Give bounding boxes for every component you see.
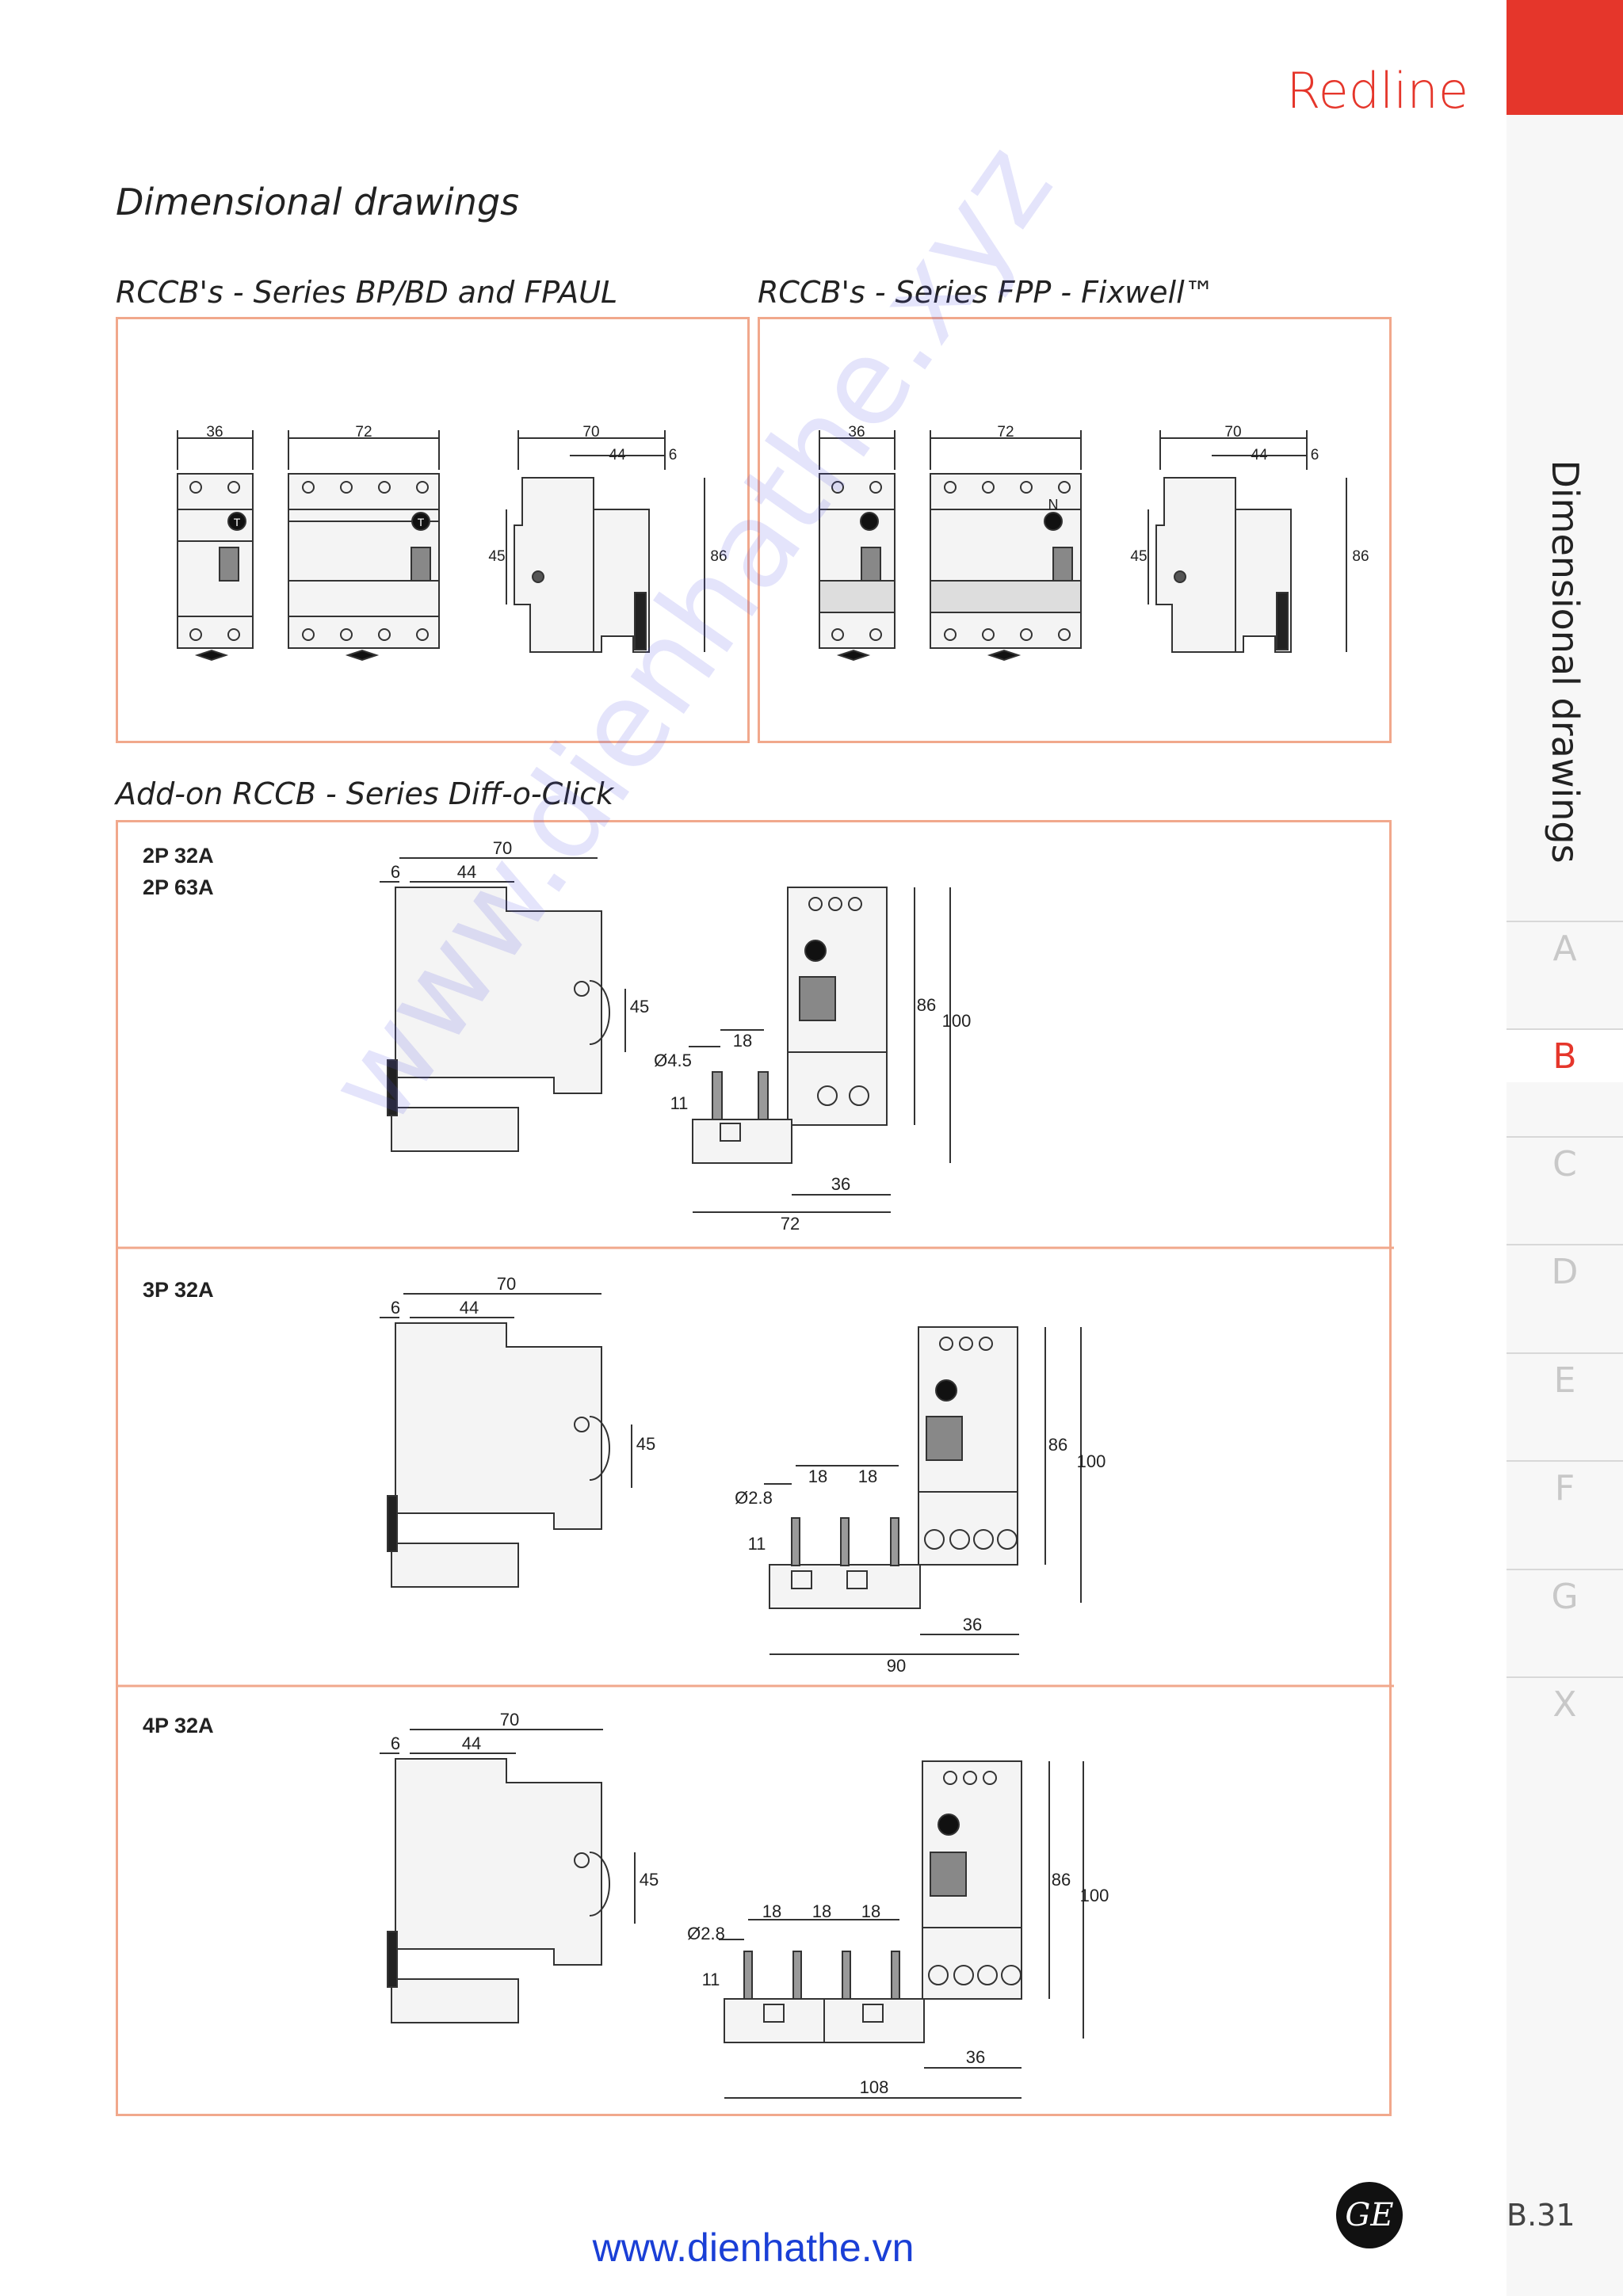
dim-45: 45 bbox=[636, 1434, 655, 1454]
dim-depth: 70 bbox=[1224, 424, 1241, 441]
dim-36: 36 bbox=[831, 1174, 850, 1194]
dim-depth-44: 44 bbox=[609, 447, 626, 463]
dim-45: 45 bbox=[630, 997, 649, 1016]
footer-url[interactable]: www.dienhathe.vn bbox=[592, 2225, 915, 2270]
section-title-bpbd: RCCB's - Series BP/BD and FPAUL bbox=[116, 275, 618, 310]
test-button-mark-4p: T bbox=[418, 516, 425, 528]
dim-height-86: 86 bbox=[710, 548, 727, 565]
sidebar-heading: Dimensional drawings bbox=[1543, 460, 1587, 864]
section-title-doc: Add-on RCCB - Series Diff-o-Click bbox=[116, 776, 614, 811]
dim-4p-width: 72 bbox=[355, 424, 372, 441]
dim-hole: Ø4.5 bbox=[654, 1051, 692, 1070]
tab-b[interactable]: B bbox=[1507, 1028, 1623, 1082]
dim-86: 86 bbox=[917, 995, 936, 1015]
drawing-panel-doc: 70 6 44 45 Ø4.5 18 11 86 100 36 72 bbox=[116, 820, 1394, 2116]
dim-hole: Ø2.8 bbox=[735, 1488, 773, 1508]
dim-hole: Ø2.8 bbox=[687, 1924, 725, 1943]
dim-total-width: 108 bbox=[860, 2077, 889, 2097]
dim-pitch-18-b: 18 bbox=[812, 1901, 831, 1921]
dim-86: 86 bbox=[1048, 1435, 1067, 1455]
drawing-panel-bpbd: 36 72 70 44 6 45 86 T T bbox=[116, 317, 750, 743]
dim-44: 44 bbox=[457, 862, 476, 882]
dim-height-86: 86 bbox=[1352, 548, 1369, 565]
dim-45: 45 bbox=[640, 1870, 659, 1890]
dim-11: 11 bbox=[748, 1534, 766, 1554]
dim-height-45: 45 bbox=[1130, 548, 1147, 565]
dim-depth-6: 6 bbox=[669, 447, 678, 463]
dim-4p-width: 72 bbox=[997, 424, 1014, 441]
dim-pitch-18: 18 bbox=[733, 1031, 752, 1051]
dim-depth-6: 6 bbox=[1311, 447, 1319, 463]
dim-depth-44: 44 bbox=[1251, 447, 1268, 463]
ge-logo: GE bbox=[1336, 2182, 1403, 2248]
dim-2p-width: 36 bbox=[848, 424, 865, 441]
tab-e[interactable]: E bbox=[1507, 1352, 1623, 1406]
drawing-panel-fpp: 36 72 70 44 6 45 86 N bbox=[758, 317, 1392, 743]
dim-6: 6 bbox=[391, 1298, 400, 1318]
dim-pitch-18-a: 18 bbox=[762, 1901, 781, 1921]
dim-depth-70: 70 bbox=[497, 1274, 516, 1294]
variant-label-2p: 2P 32A 2P 63A bbox=[143, 844, 214, 899]
dim-pitch-18-b: 18 bbox=[858, 1466, 877, 1486]
dim-44: 44 bbox=[460, 1298, 479, 1318]
tab-x[interactable]: X bbox=[1507, 1676, 1623, 1730]
dim-6: 6 bbox=[391, 862, 400, 882]
brand-name: Redline bbox=[1286, 62, 1468, 120]
tab-f[interactable]: F bbox=[1507, 1460, 1623, 1514]
dim-pitch-18-c: 18 bbox=[861, 1901, 880, 1921]
dim-depth: 70 bbox=[582, 424, 599, 441]
dim-depth-70: 70 bbox=[493, 838, 512, 858]
dim-total-width: 90 bbox=[887, 1656, 906, 1676]
dim-depth-70: 70 bbox=[500, 1710, 519, 1730]
dim-height-45: 45 bbox=[488, 548, 505, 565]
tab-g[interactable]: G bbox=[1507, 1569, 1623, 1623]
dim-total-width: 72 bbox=[781, 1214, 800, 1234]
dim-6: 6 bbox=[391, 1733, 400, 1753]
dim-11: 11 bbox=[702, 1970, 720, 1989]
tab-a[interactable]: A bbox=[1507, 921, 1623, 974]
dim-pitch-18-a: 18 bbox=[808, 1466, 827, 1486]
dim-44: 44 bbox=[462, 1733, 481, 1753]
page-number: B.31 bbox=[1507, 2198, 1575, 2233]
diff-o-click-drawings: 70 6 44 45 Ø4.5 18 11 86 100 36 72 bbox=[118, 838, 1394, 2099]
section-title-fpp: RCCB's - Series FPP - Fixwell™ bbox=[758, 275, 1215, 310]
rccb-fpp-drawing: 36 72 70 44 6 45 86 N bbox=[819, 424, 1369, 662]
brand-color-block bbox=[1507, 0, 1623, 115]
dim-36: 36 bbox=[963, 1615, 982, 1634]
variant-label-3p: 3P 32A bbox=[143, 1278, 214, 1302]
test-button-mark: T bbox=[234, 516, 241, 528]
dim-86: 86 bbox=[1052, 1870, 1071, 1890]
dim-100: 100 bbox=[1080, 1886, 1109, 1905]
section-sidebar bbox=[1507, 0, 1623, 2296]
tab-d[interactable]: D bbox=[1507, 1244, 1623, 1298]
neutral-mark: N bbox=[1048, 497, 1059, 513]
dim-100: 100 bbox=[1077, 1451, 1106, 1471]
tab-c[interactable]: C bbox=[1507, 1136, 1623, 1190]
variant-label-4p: 4P 32A bbox=[143, 1714, 214, 1737]
page-title: Dimensional drawings bbox=[116, 181, 520, 223]
rccb-bpbd-drawing: 36 72 70 44 6 45 86 T T bbox=[177, 424, 727, 662]
dim-100: 100 bbox=[942, 1011, 972, 1031]
dim-36: 36 bbox=[966, 2047, 985, 2067]
dim-11: 11 bbox=[670, 1093, 689, 1113]
dim-2p-width: 36 bbox=[206, 424, 223, 441]
